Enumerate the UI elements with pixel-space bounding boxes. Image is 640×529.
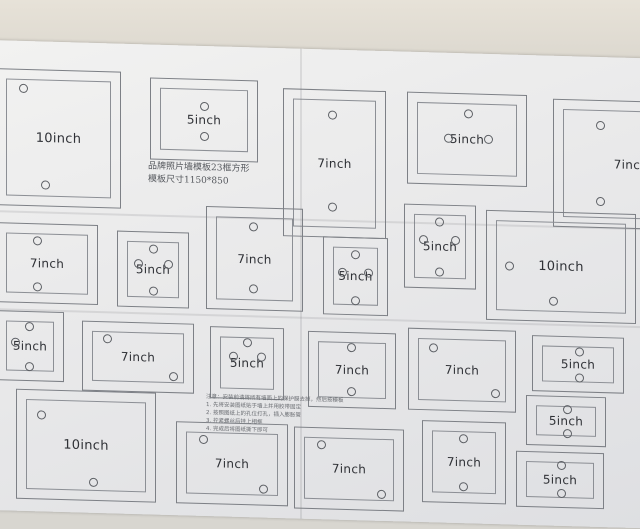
frame-7inch: 7inch — [176, 421, 288, 507]
hole — [484, 134, 493, 145]
frame-label: 5inch — [422, 239, 458, 255]
frame-10inch: 10inch — [0, 68, 121, 209]
hole — [563, 405, 572, 415]
frame-7inch: 7inch — [422, 420, 506, 505]
hole — [149, 244, 158, 254]
hole — [243, 338, 252, 348]
hole — [229, 351, 238, 361]
frame-5inch: 5inch — [150, 77, 258, 163]
hole — [505, 261, 514, 271]
frame-5inch: 5inch — [407, 91, 527, 187]
hole — [317, 440, 326, 450]
hole — [557, 460, 566, 471]
hole — [347, 342, 356, 353]
frame-7inch: 7inch — [408, 327, 516, 413]
frame-5inch: 5inch — [117, 230, 189, 309]
hole — [149, 286, 158, 296]
hole — [351, 296, 360, 306]
hole — [575, 373, 584, 383]
hole — [169, 371, 178, 382]
hole — [596, 120, 605, 131]
hole — [41, 180, 50, 190]
frame-label: 7inch — [446, 454, 482, 470]
frame-10inch: 10inch — [16, 388, 156, 503]
hole — [11, 337, 20, 347]
hole — [549, 296, 558, 306]
frame-5inch: 5inch — [0, 310, 64, 383]
hole — [377, 489, 386, 500]
hole — [249, 222, 258, 232]
hole — [459, 482, 468, 492]
hole — [134, 259, 143, 269]
frame-label: 5inch — [560, 356, 596, 372]
template-size: 模板尺寸1150*850 — [148, 174, 229, 187]
hole — [200, 131, 209, 142]
frame-label: 7inch — [237, 251, 272, 267]
paper-crease — [300, 48, 302, 519]
frame-5inch: 5inch — [526, 394, 606, 448]
hole — [563, 429, 572, 439]
hole — [491, 388, 500, 399]
hole — [364, 268, 373, 278]
hole — [33, 236, 42, 246]
hole — [419, 234, 428, 245]
hole — [451, 235, 460, 246]
frame-label: 5inch — [542, 472, 578, 488]
hole — [328, 202, 337, 212]
frame-label: 5inch — [135, 262, 171, 278]
hole — [429, 343, 438, 353]
frame-label: 5inch — [548, 413, 584, 429]
hole — [557, 488, 566, 499]
hole — [164, 259, 173, 270]
hole — [464, 109, 473, 119]
hole — [257, 352, 266, 362]
hole — [338, 267, 347, 277]
hole — [25, 361, 34, 372]
frame-5inch: 5inch — [210, 326, 284, 401]
frame-7inch: 7inch — [206, 206, 303, 312]
frame-7inch: 7inch — [0, 222, 98, 306]
hole — [33, 282, 42, 292]
frame-label: 7inch — [334, 362, 370, 378]
template-title: 品牌照片墙模板23框方形 — [148, 161, 250, 175]
frame-5inch: 5inch — [404, 203, 476, 290]
hole — [89, 477, 98, 488]
hole — [249, 284, 258, 294]
hole — [19, 83, 28, 94]
hole — [459, 434, 468, 444]
frame-5inch: 5inch — [323, 236, 388, 317]
frame-label: 5inch — [229, 355, 265, 371]
hole — [200, 101, 209, 112]
frame-5inch: 5inch — [516, 450, 604, 510]
frame-label: 5inch — [338, 268, 373, 284]
hole — [444, 133, 453, 143]
hole — [328, 110, 337, 120]
hole — [575, 347, 584, 357]
frame-label: 7inch — [29, 256, 65, 272]
hole — [347, 386, 356, 397]
hole — [259, 484, 268, 494]
hole — [596, 196, 605, 207]
frame-7inch: 7inch — [82, 320, 194, 394]
hole — [435, 267, 444, 277]
frame-label: 5inch — [186, 112, 222, 128]
hole — [37, 410, 46, 420]
frame-label: 7inch — [444, 362, 480, 378]
hole — [25, 321, 34, 332]
hole — [351, 250, 360, 260]
paper-template: 10inch 5inch 品牌照片墙模板23框方形 模板尺寸1150*850 7… — [0, 40, 640, 529]
hole — [199, 434, 208, 445]
frame-7inch: 7inch — [553, 98, 640, 230]
hole — [103, 334, 112, 344]
frame-label: 7inch — [331, 461, 367, 477]
frame-label: 7inch — [613, 157, 640, 173]
frame-5inch: 5inch — [532, 335, 624, 394]
frame-label: 5inch — [12, 338, 48, 354]
